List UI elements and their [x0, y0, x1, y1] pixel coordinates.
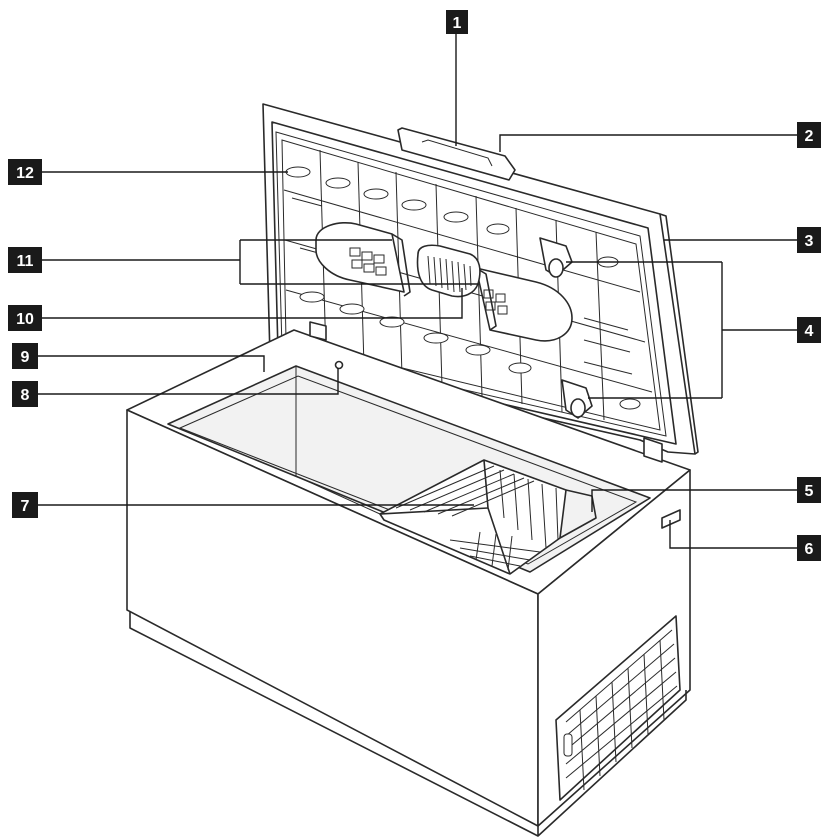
callout-9: 9 [12, 343, 38, 369]
svg-text:12: 12 [16, 165, 34, 182]
callout-7: 7 [12, 492, 38, 518]
callout-11: 11 [8, 247, 42, 273]
svg-text:7: 7 [21, 498, 30, 515]
svg-text:5: 5 [805, 483, 814, 500]
callout-5: 5 [797, 477, 821, 503]
leader-lines [38, 33, 798, 549]
lid-storage-slots [285, 166, 641, 410]
callout-12: 12 [8, 159, 42, 185]
svg-text:8: 8 [21, 387, 30, 404]
callout-4: 4 [797, 317, 821, 343]
callout-8: 8 [12, 381, 38, 407]
svg-text:4: 4 [805, 323, 814, 340]
callout-3: 3 [797, 227, 821, 253]
svg-text:9: 9 [21, 349, 30, 366]
svg-text:6: 6 [805, 541, 814, 558]
callout-1: 1 [446, 10, 468, 34]
svg-text:3: 3 [805, 233, 814, 250]
callout-6: 6 [797, 535, 821, 561]
lid-hinges [539, 237, 593, 419]
lid-inner-panel [281, 139, 661, 431]
callout-10: 10 [8, 305, 42, 331]
svg-text:2: 2 [805, 128, 814, 145]
callout-2: 2 [797, 122, 821, 148]
svg-text:11: 11 [17, 253, 34, 270]
svg-text:10: 10 [16, 311, 34, 328]
side-vent-grille [555, 615, 681, 801]
svg-text:1: 1 [453, 15, 462, 32]
